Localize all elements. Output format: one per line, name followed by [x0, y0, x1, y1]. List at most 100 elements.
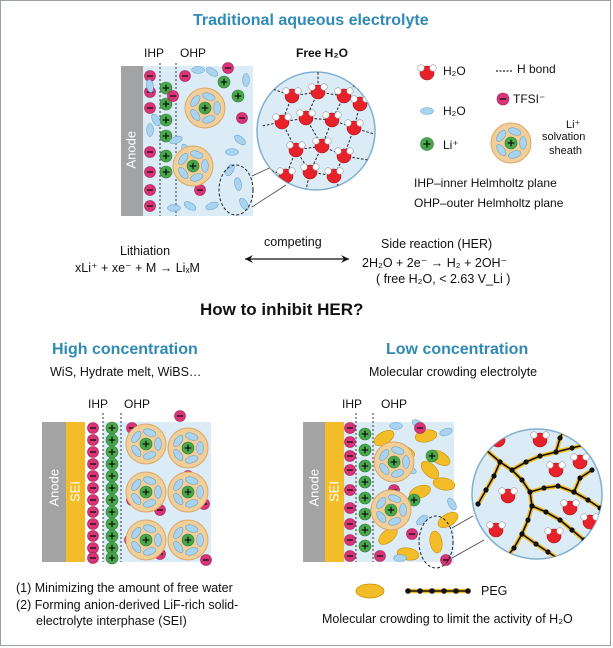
h2o-hydrogen [288, 167, 296, 175]
water-molecule [131, 493, 142, 505]
legend-h2o-ball-label: H₂O [443, 64, 466, 78]
water-molecule [234, 134, 246, 146]
water-molecule [185, 455, 199, 464]
peg-bead [525, 517, 531, 523]
h2o-oxygen [490, 432, 506, 448]
water-molecule [376, 511, 387, 523]
water-molecule [393, 554, 407, 562]
plus-sign [162, 152, 170, 160]
lithiation-equation: xLi⁺ + xe⁻ + M → LiₓM [75, 261, 200, 275]
water-molecule [399, 503, 407, 517]
plus-sign [361, 462, 369, 470]
top-anode-block [121, 66, 143, 216]
h2o-hydrogen [544, 527, 552, 535]
peg-segment [420, 460, 440, 480]
left-subtitle: WiS, Hydrate melt, WiBS… [50, 365, 202, 379]
plus-sign [361, 446, 369, 454]
water-molecule [178, 167, 189, 179]
peg-legend-bead [441, 588, 447, 594]
peg-bead [527, 489, 533, 495]
water-molecule [143, 451, 157, 460]
water-molecule [143, 524, 157, 533]
right-ohp-label: OHP [381, 397, 408, 411]
water-molecule [131, 527, 142, 539]
h2o-hydrogen [346, 147, 354, 155]
water-molecule [508, 150, 522, 159]
plus-sign [189, 162, 197, 170]
water-molecule [388, 494, 402, 503]
water-molecule [519, 136, 527, 150]
peg-bead [581, 537, 587, 543]
water-molecule [447, 497, 457, 511]
water-molecule [173, 435, 184, 447]
plus-sign [201, 104, 209, 112]
peg-bead [529, 503, 535, 509]
lithiation-label: Lithiation [120, 244, 171, 258]
peg-bead [557, 517, 563, 523]
hydrogen-bond [269, 169, 287, 177]
water-molecule [201, 159, 209, 173]
right-ion-layer [344, 419, 459, 566]
water-molecule [185, 476, 199, 485]
water-molecule [242, 73, 250, 87]
peg-bead [543, 509, 549, 515]
plus-sign [108, 532, 116, 540]
plus-sign [361, 430, 369, 438]
top-solvation-sheaths [172, 87, 226, 187]
h2o-hydrogen [336, 167, 344, 175]
h2o-hydrogen [334, 147, 342, 155]
legend-tfsi-label: TFSI⁻ [513, 92, 546, 106]
h2o-hydrogen [344, 119, 352, 127]
h2o-hydrogen [542, 431, 550, 439]
plus-sign [108, 544, 116, 552]
peg-bead [585, 497, 591, 503]
water-molecule [508, 127, 522, 136]
water-molecule [391, 469, 405, 478]
peg-bead [523, 459, 529, 465]
legend-h2o-ellipse-label: H₂O [443, 104, 466, 118]
left-note-2b: electrolyte interphase (SEI) [36, 614, 187, 628]
h2o-hydrogen [286, 141, 294, 149]
water-molecule [439, 427, 453, 437]
legend-sheath-label-3: sheath [549, 145, 583, 157]
left-note-1: (1) Minimizing the amount of free water [16, 581, 233, 595]
water-molecule [185, 432, 199, 441]
h2o-hydrogen [523, 568, 530, 575]
peg-bead [537, 453, 543, 459]
water-molecule [185, 499, 199, 508]
right-anode-label: Anode [306, 468, 322, 507]
right-zoom-ellipse [418, 515, 454, 569]
h2o-hydrogen [296, 109, 304, 117]
plus-sign [162, 116, 170, 124]
right-subtitle: Molecular crowding electrolyte [369, 365, 538, 379]
h2o-hydrogen [308, 83, 316, 91]
peg-legend-bead [465, 588, 471, 594]
water-molecule [205, 67, 219, 77]
top-ion-layer [144, 62, 250, 212]
plus-sign [108, 436, 116, 444]
peg-legend-bead [417, 588, 423, 594]
top-ohp-label: OHP [180, 46, 207, 60]
plus-sign [108, 484, 116, 492]
left-solvation-sheaths [125, 423, 209, 561]
plus-sign [184, 488, 192, 496]
h2o-hydrogen [312, 137, 320, 145]
h2o-hydrogen [560, 499, 568, 507]
peg-legend-bead [429, 588, 435, 594]
water-molecule [185, 524, 199, 533]
plus-sign [184, 536, 192, 544]
peg-bead [557, 435, 563, 441]
h2o-hydrogen [334, 111, 342, 119]
plus-sign [390, 458, 398, 466]
water-molecule [154, 533, 162, 547]
water-molecule [239, 197, 249, 211]
water-molecule [196, 441, 204, 455]
h2o-hydrogen [320, 83, 328, 91]
legend-shapes [417, 64, 532, 164]
left-ihp-label: IHP [88, 397, 109, 411]
peg-bead [569, 527, 575, 533]
side-reaction-equation: 2H₂O + 2e⁻ → H₂ + 2OH⁻ [362, 256, 508, 270]
right-sei-block [325, 422, 344, 562]
left-note-2a: (2) Forming anion-derived LiF-rich solid… [16, 598, 239, 612]
right-caption: Molecular crowding to limit the activity… [322, 612, 573, 626]
